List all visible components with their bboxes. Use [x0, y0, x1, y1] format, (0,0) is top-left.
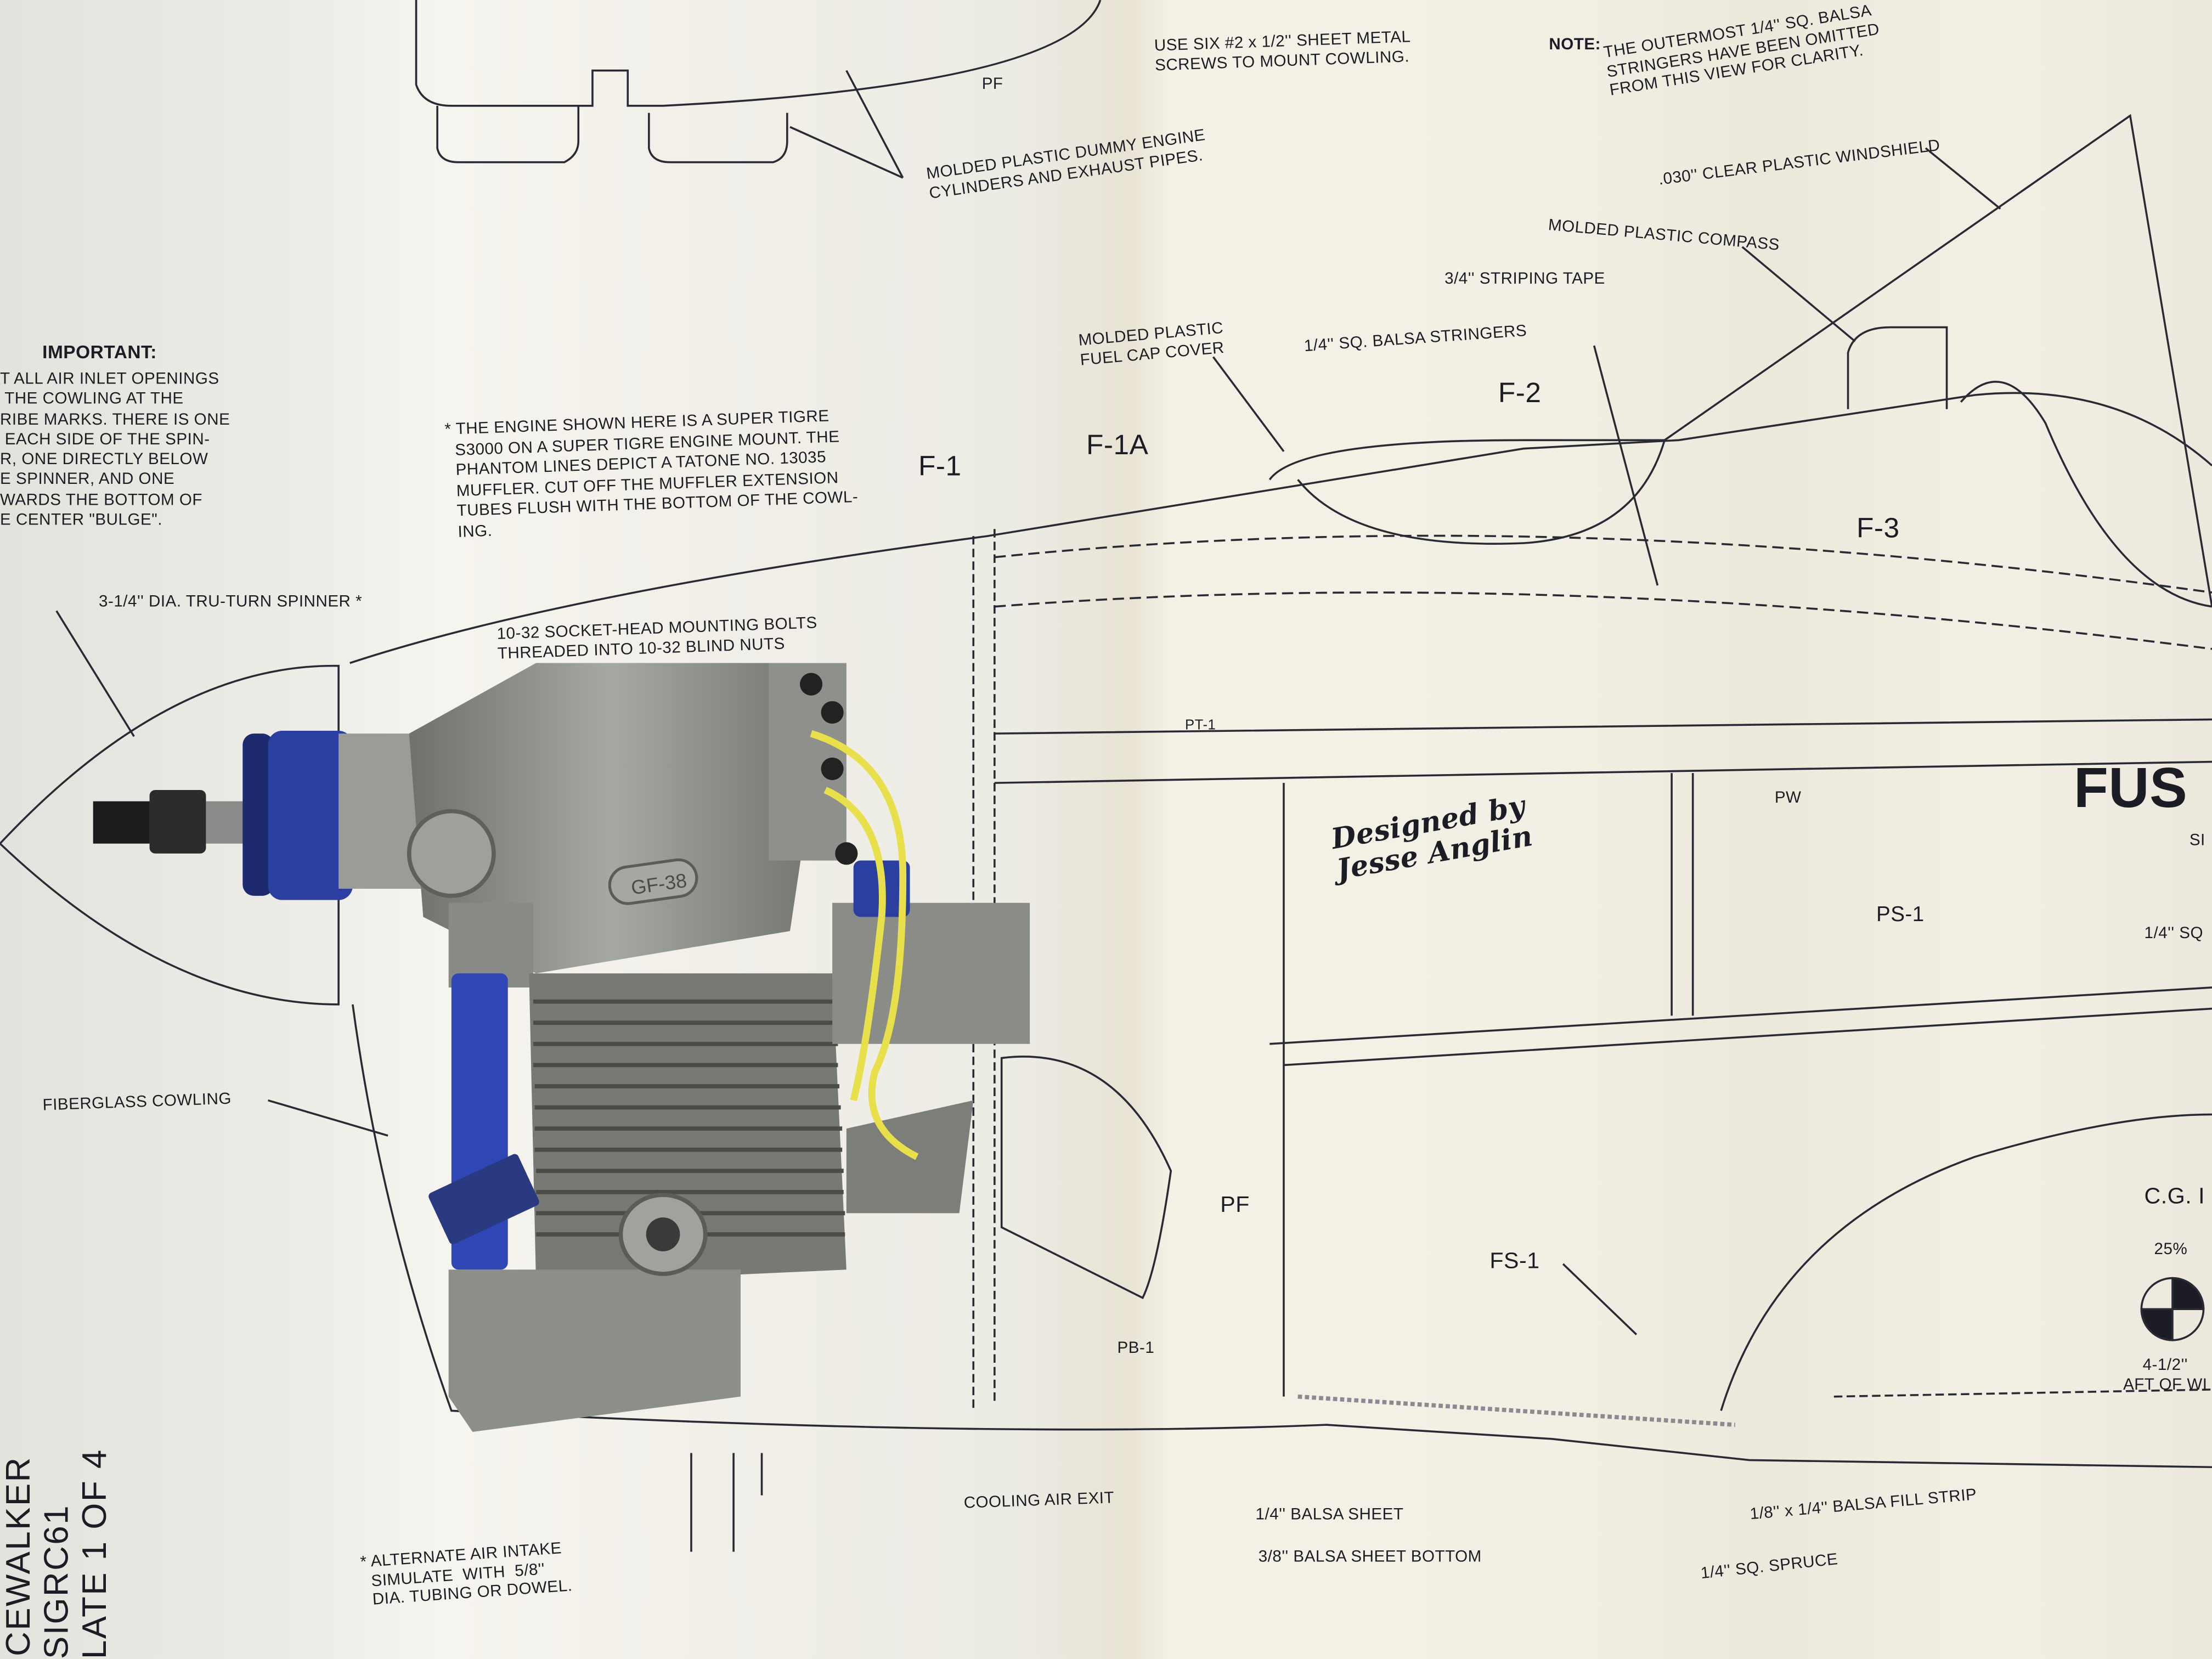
important-title: IMPORTANT: [42, 341, 157, 363]
pw-label: PW [1774, 789, 1802, 807]
prop-driver [242, 733, 274, 896]
f2-label: F-2 [1498, 378, 1542, 409]
striping-label: 3/4'' STRIPING TAPE [1444, 270, 1605, 288]
cylinder-head [448, 1269, 741, 1432]
engine-crankcase [409, 663, 811, 974]
f3-label: F-3 [1856, 513, 1900, 545]
f1-label: F-1 [918, 451, 962, 483]
fs1-label: FS-1 [1489, 1250, 1540, 1274]
fuselage-title: FUS [2073, 757, 2188, 820]
note-label: NOTE: [1549, 36, 1601, 54]
pt1-label: PT-1 [1184, 718, 1216, 734]
f1a-label: F-1A [1086, 430, 1149, 461]
cg-label: C.G. I [2144, 1184, 2205, 1209]
pb1-label: PB-1 [1117, 1340, 1155, 1357]
ps1-label: PS-1 [1876, 902, 1925, 927]
prop-nut [93, 801, 150, 844]
balsa-sheet-label: 1/4'' BALSA SHEET [1255, 1506, 1404, 1524]
cg-percent: 25% [2154, 1241, 2188, 1259]
aft-of-wing-label: 4-1/2'' AFT OF WI [2123, 1357, 2208, 1393]
fuel-line [810, 730, 919, 1160]
fuselage-subtitle: SI [2189, 832, 2205, 849]
quarter-sq-label: 1/4'' SQ [2144, 925, 2204, 943]
pf-label: PF [1220, 1193, 1250, 1218]
spinner-label: 3-1/4'' DIA. TRU-TURN SPINNER * [98, 594, 363, 611]
balsa-sheet-bottom-label: 3/8'' BALSA SHEET BOTTOM [1258, 1549, 1482, 1566]
pf-top-label: PF [981, 76, 1003, 93]
carburetor [832, 902, 1030, 1044]
important-text: T ALL AIR INLET OPENINGS THE COWLING AT … [0, 371, 230, 529]
